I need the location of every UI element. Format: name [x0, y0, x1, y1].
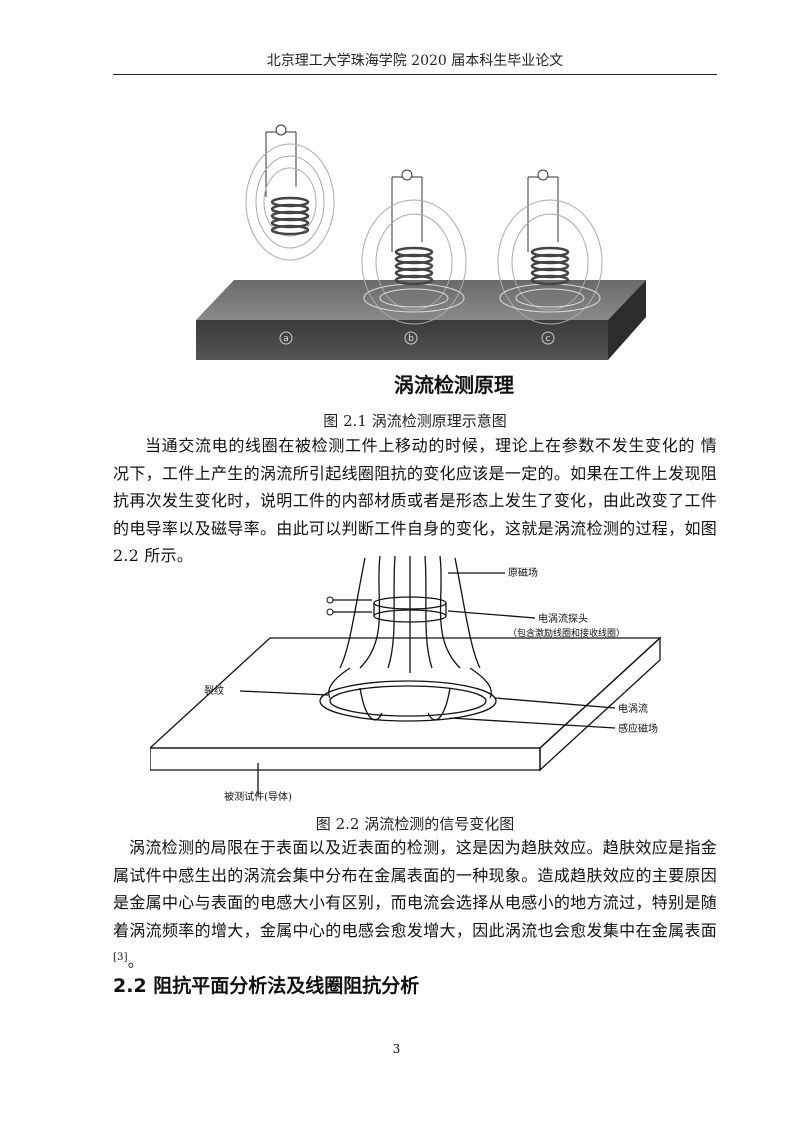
- label-probe-note: （包含激励线圈和接收线圈）: [508, 627, 625, 639]
- label-a: a: [283, 334, 289, 344]
- specimen-top: [150, 637, 662, 749]
- section-heading: 2.2 阻抗平面分析法及线圈阻抗分析: [113, 975, 420, 997]
- plate-front: [196, 320, 608, 360]
- paragraph-2-text: 涡流检测的局限在于表面以及近表面的检测，这是因为趋肤效应。趋肤效应是指金属试件中…: [113, 838, 717, 940]
- page-header: 北京理工大学珠海学院 2020 届本科生毕业论文: [266, 53, 564, 69]
- citation-ref[interactable]: [3]: [113, 952, 128, 963]
- label-eddy-current: 电涡流: [618, 702, 648, 715]
- paragraph-2-end: 。: [127, 951, 144, 971]
- figure1-caption: 图 2.1 涡流检测原理示意图: [323, 412, 507, 430]
- specimen-front: [150, 747, 541, 771]
- paragraph-1: 当通交流电的线圈在被检测工件上移动的时候，理论上在参数不发生变化的 情况下，工件…: [113, 432, 717, 570]
- label-crack: 裂纹: [204, 684, 224, 697]
- figure-eddy-principle: a b c 涡流检测原理: [196, 124, 646, 397]
- header-rule: [113, 74, 717, 75]
- figure-signal-change: 原磁场 电涡流探头 （包含激励线圈和接收线圈） 裂纹 电涡流 感应磁场 被测试件…: [150, 555, 662, 803]
- paragraph-1-text: 当通交流电的线圈在被检测工件上移动的时候，理论上在参数不发生变化的 情况下，工件…: [113, 436, 717, 565]
- specimen-side: [539, 636, 661, 772]
- plate-side: [608, 280, 646, 360]
- coil-a: [245, 124, 335, 261]
- label-induced-field: 感应磁场: [618, 722, 658, 735]
- coil-c-windings: [530, 246, 570, 286]
- coil-a-windings: [270, 196, 310, 236]
- page-number: 3: [392, 1042, 401, 1056]
- figure2-caption: 图 2.2 涡流检测的信号变化图: [315, 815, 515, 833]
- label-b: b: [408, 334, 414, 344]
- figure1-image-title: 涡流检测原理: [394, 373, 514, 397]
- label-c: c: [546, 334, 551, 344]
- label-primary-field: 原磁场: [508, 566, 538, 579]
- coil-b-windings: [394, 246, 434, 286]
- coil-c: [497, 169, 603, 325]
- paragraph-2: 涡流检测的局限在于表面以及近表面的检测，这是因为趋肤效应。趋肤效应是指金属试件中…: [113, 834, 717, 975]
- label-specimen: 被测试件(导体): [224, 790, 292, 803]
- label-probe: 电涡流探头: [538, 612, 588, 625]
